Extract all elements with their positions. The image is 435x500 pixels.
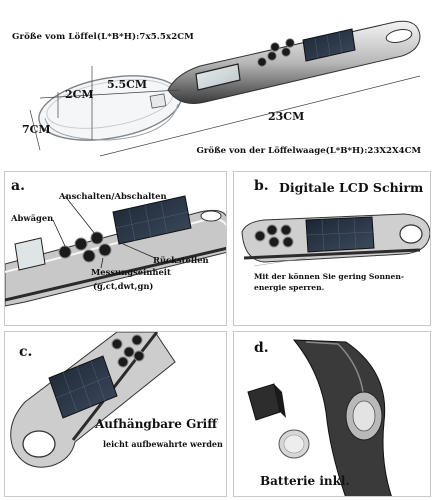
backlight-label: Rückstellen	[153, 255, 209, 265]
buttons-closeup-illustration	[5, 195, 226, 307]
dimension-total-length: 23CM	[268, 110, 305, 123]
lcd-screen-description: Mit der können Sie gering Sonnen-energie…	[254, 272, 405, 292]
scale-handle	[149, 20, 421, 109]
unit-label: Messungseinheit	[91, 267, 171, 277]
dimension-lines	[29, 66, 421, 157]
hanging-handle-illustration	[10, 332, 176, 468]
spoon-size-label: Größe vom Löffel(L*B*H):7x5.5x2CM	[12, 32, 194, 42]
spoon-scale-illustration	[29, 20, 421, 157]
panel-battery: d. Batterie inkl.	[233, 331, 431, 497]
panel-hanging-handle: c. Aufhängbare Griff leicht aufbewahrte …	[4, 331, 227, 497]
dimension-height: 2CM	[65, 88, 94, 101]
hanging-handle-title: Aufhängbare Griff	[95, 417, 218, 431]
dimension-width: 5.5CM	[107, 78, 148, 91]
units-list-label: (g,ct,dwt,gn)	[93, 281, 154, 291]
on-off-label: Anschalten/Abschalten	[59, 191, 167, 201]
panel-d-letter: d.	[254, 340, 269, 356]
battery-title: Batterie inkl.	[260, 474, 350, 488]
panel-a-letter: a.	[11, 178, 25, 194]
panel-buttons: a. Anschalten/Abschalten Abwägen Rückste…	[4, 171, 227, 326]
scale-size-label: Größe von der Löffelwaage(L*B*H):23X2X4C…	[196, 146, 421, 156]
weigh-label: Abwägen	[11, 213, 54, 223]
panel-c-letter: c.	[19, 344, 33, 360]
hanging-handle-subtitle: leicht aufbewahrte werden	[103, 439, 223, 449]
lcd-screen-illustration	[241, 213, 430, 267]
top-product-overview: Größe vom Löffel(L*B*H):7x5.5x2CM 5.5CM …	[0, 0, 435, 172]
panel-b-letter: b.	[254, 178, 269, 194]
panel-lcd-screen: b. Digitale LCD Schirm Mit der können Si…	[233, 171, 431, 326]
lcd-screen-title: Digitale LCD Schirm	[279, 180, 424, 195]
battery-illustration	[247, 339, 392, 496]
dimension-length: 7CM	[22, 123, 51, 136]
